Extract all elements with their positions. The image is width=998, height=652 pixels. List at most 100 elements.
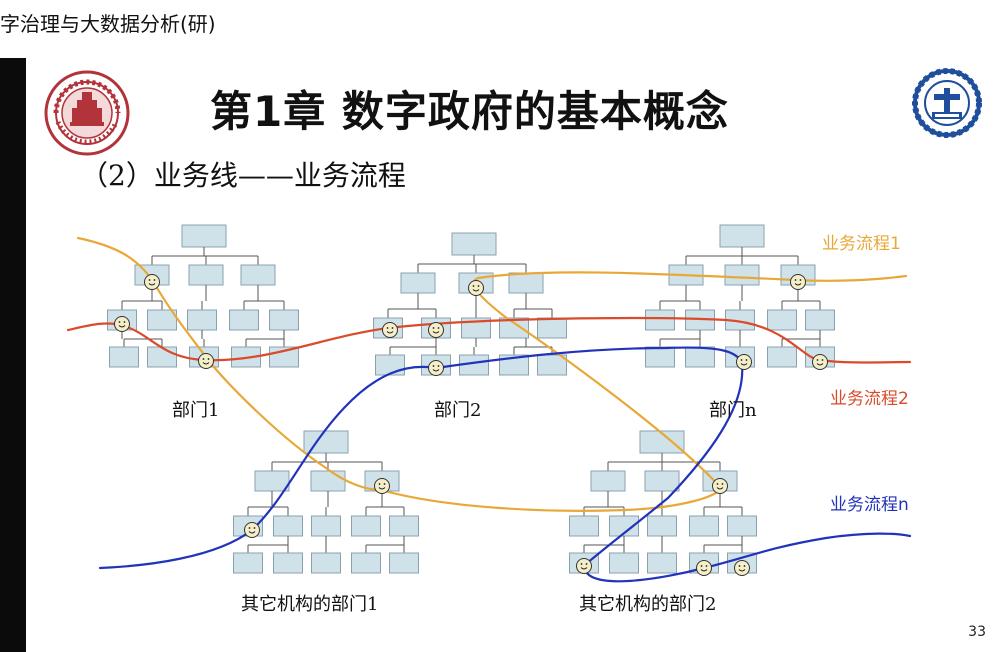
face-outline <box>468 280 484 296</box>
org-node <box>310 470 346 492</box>
org-tree-5 <box>569 430 757 574</box>
face-eye <box>148 279 151 281</box>
process-labels: 业务流程1 业务流程2 业务流程n <box>822 234 909 515</box>
face-eye <box>383 483 386 485</box>
face-mouth <box>118 325 126 328</box>
face-outline <box>712 478 728 494</box>
org-node <box>689 515 719 537</box>
org-tree-3 <box>645 224 835 368</box>
smiley-face-icon <box>244 522 260 538</box>
org-node <box>188 264 224 286</box>
process-label-1: 业务流程1 <box>822 234 901 254</box>
sjtu-emblem-icon <box>912 68 982 138</box>
face-outline <box>244 522 260 538</box>
smiley-face-icon <box>736 354 752 370</box>
org-node <box>147 346 177 368</box>
face-eye <box>743 565 746 567</box>
face-mouth <box>202 362 210 365</box>
face-eye <box>472 285 475 287</box>
face-eye <box>432 365 435 367</box>
org-node <box>499 354 529 376</box>
face-eye <box>253 527 256 529</box>
org-node <box>311 552 341 574</box>
org-node <box>311 515 341 537</box>
face-eye <box>821 359 824 361</box>
window-title: 字治理与大数据分析(研) <box>0 12 216 36</box>
org-node <box>537 354 567 376</box>
process-label-2: 业务流程2 <box>830 389 909 409</box>
dept-label-other-2: 其它机构的部门2 <box>579 594 716 615</box>
face-eye <box>740 359 743 361</box>
face-eye <box>705 565 708 567</box>
face-mouth <box>432 369 440 372</box>
face-eye <box>207 358 210 360</box>
face-mouth <box>386 331 394 334</box>
org-node <box>590 470 626 492</box>
face-outline <box>696 560 712 576</box>
face-eye <box>816 359 819 361</box>
org-node <box>647 515 677 537</box>
org-node <box>685 346 715 368</box>
face-eye <box>585 563 588 565</box>
face-eye <box>123 321 126 323</box>
org-tree-4 <box>233 430 419 574</box>
face-eye <box>738 565 741 567</box>
dept-label-2: 部门2 <box>434 400 481 421</box>
left-dark-panel <box>0 58 26 652</box>
org-node <box>609 552 639 574</box>
org-node <box>719 224 765 248</box>
smiley-face-icon <box>790 274 806 290</box>
face-eye <box>745 359 748 361</box>
org-node <box>727 515 757 537</box>
org-node <box>375 354 405 376</box>
smiley-face-icon <box>812 354 828 370</box>
face-mouth <box>794 283 802 286</box>
smiley-face-icon <box>468 280 484 296</box>
org-node <box>389 552 419 574</box>
face-outline <box>576 558 592 574</box>
org-node <box>569 515 599 537</box>
org-node <box>187 309 217 331</box>
smiley-face-icon <box>144 274 160 290</box>
org-node <box>181 224 227 248</box>
smiley-face-icon <box>576 558 592 574</box>
face-outline <box>812 354 828 370</box>
face-outline <box>144 274 160 290</box>
face-eye <box>477 285 480 287</box>
face-mouth <box>738 569 746 572</box>
face-eye <box>580 563 583 565</box>
org-node <box>805 309 835 331</box>
face-eye <box>386 327 389 329</box>
face-outline <box>736 354 752 370</box>
org-node <box>724 264 760 286</box>
org-node <box>269 309 299 331</box>
org-node <box>400 272 436 294</box>
face-mouth <box>148 283 156 286</box>
face-eye <box>716 483 719 485</box>
org-node <box>767 309 797 331</box>
org-trees <box>107 224 835 574</box>
face-eye <box>700 565 703 567</box>
dept-label-other-1: 其它机构的部门1 <box>241 594 378 615</box>
page-number: 33 <box>968 624 986 640</box>
face-eye <box>153 279 156 281</box>
face-eye <box>437 327 440 329</box>
face-outline <box>114 316 130 332</box>
face-mouth <box>740 363 748 366</box>
department-labels: 部门1 部门2 部门n 其它机构的部门1 其它机构的部门2 <box>172 400 757 615</box>
face-mouth <box>816 363 824 366</box>
face-outline <box>734 560 750 576</box>
org-node <box>645 346 675 368</box>
org-node <box>229 309 259 331</box>
org-node <box>273 515 303 537</box>
smiley-face-icon <box>114 316 130 332</box>
smiley-face-icon <box>374 478 390 494</box>
org-node <box>147 309 177 331</box>
face-eye <box>432 327 435 329</box>
dept-label-n: 部门n <box>709 400 757 421</box>
smiley-face-icon <box>382 322 398 338</box>
process-label-n: 业务流程n <box>830 495 909 515</box>
face-mouth <box>432 331 440 334</box>
org-node <box>240 264 276 286</box>
org-node <box>389 515 419 537</box>
